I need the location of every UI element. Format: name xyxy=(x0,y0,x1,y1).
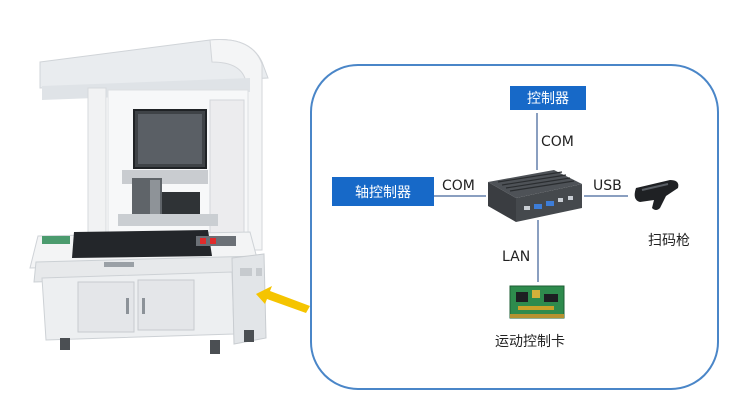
link-label-left: COM xyxy=(442,178,475,194)
link-label-bottom: LAN xyxy=(502,249,531,265)
axis-controller-box: 轴控制器 xyxy=(332,177,434,206)
industrial-pc-icon xyxy=(488,170,582,222)
motion-card-label: 运动控制卡 xyxy=(495,334,565,350)
line-top xyxy=(536,113,538,170)
line-right xyxy=(584,195,628,197)
line-left xyxy=(434,195,486,197)
controller-box: 控制器 xyxy=(510,86,586,110)
line-bottom xyxy=(537,220,539,282)
link-label-right: USB xyxy=(593,178,622,194)
motion-control-card-icon xyxy=(509,285,565,319)
pointer-arrow-icon xyxy=(256,286,310,313)
controller-label: 控制器 xyxy=(527,91,569,107)
barcode-scanner-icon xyxy=(634,180,679,210)
link-label-top: COM xyxy=(541,134,574,150)
scanner-label: 扫码枪 xyxy=(648,233,690,249)
axis-controller-label: 轴控制器 xyxy=(355,184,411,201)
machine-illustration xyxy=(29,38,269,354)
network-diagram-panel xyxy=(310,64,719,390)
